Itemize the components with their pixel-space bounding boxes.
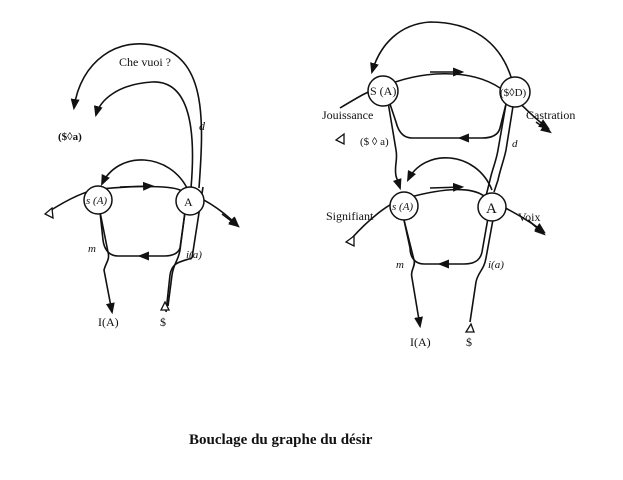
left-graph: Che vuoi ? ($◊a) d s (A) A m i(a) I(A) $ bbox=[43, 43, 240, 329]
left-node-s-A bbox=[83, 185, 113, 215]
left-signifier-line bbox=[47, 185, 240, 228]
left-lower-loop bbox=[137, 211, 186, 261]
right-label-S-A: S (A) bbox=[370, 84, 396, 98]
right-label-I-A: I(A) bbox=[410, 335, 431, 349]
right-lower-line bbox=[351, 188, 546, 239]
left-label-s-A: s (A) bbox=[86, 195, 107, 207]
left-upper-arc bbox=[101, 159, 189, 191]
left-label-m: m bbox=[88, 243, 96, 255]
left-che-vuoi-loop bbox=[70, 43, 203, 189]
left-bottom-triangle bbox=[159, 300, 171, 311]
right-node-S-A bbox=[367, 75, 399, 107]
right-right-vertical-2 bbox=[485, 103, 507, 197]
right-lower-loop bbox=[437, 217, 489, 269]
right-ia-line bbox=[469, 213, 495, 323]
left-node-A bbox=[175, 186, 205, 216]
right-node-s-A bbox=[389, 191, 419, 221]
left-m-line bbox=[99, 211, 115, 315]
right-label-jouissance: Jouissance bbox=[322, 108, 373, 122]
left-ia-line bbox=[165, 257, 193, 313]
left-label-S-barred: $ bbox=[160, 315, 166, 329]
right-label-S-barred: $ bbox=[466, 335, 472, 349]
right-node-S-D bbox=[499, 76, 531, 108]
left-label-A: A bbox=[184, 195, 193, 209]
right-label-castration: Castration bbox=[526, 108, 575, 122]
left-signifier-arrow bbox=[119, 181, 155, 191]
right-label-m: m bbox=[396, 259, 404, 271]
left-label-che-vuoi: Che vuoi ? bbox=[119, 55, 171, 69]
right-label-s-A: s (A) bbox=[392, 201, 413, 213]
right-upper-lower-loop bbox=[457, 103, 507, 143]
right-middle-arc bbox=[406, 157, 493, 191]
left-label-I-A: I(A) bbox=[98, 315, 119, 329]
right-bottom-triangle bbox=[464, 322, 475, 333]
figure-caption: Bouclage du graphe du désir bbox=[189, 432, 373, 448]
right-graph: S (A) ($◊D) Jouissance Castration ($ ◊ a… bbox=[322, 21, 575, 349]
right-label-i-a: i(a) bbox=[488, 259, 504, 271]
right-upper-lower-loop-b bbox=[389, 103, 460, 139]
left-a-exit-arrow bbox=[221, 213, 240, 228]
right-label-signifiant: Signifiant bbox=[326, 209, 374, 223]
right-castration-arrow bbox=[535, 121, 552, 134]
right-node-A bbox=[477, 192, 507, 222]
left-inner-loop bbox=[93, 81, 194, 189]
right-voix-arrow bbox=[527, 219, 546, 236]
left-ia-line-2 bbox=[167, 211, 186, 307]
right-label-voix: Voix bbox=[518, 210, 540, 224]
right-signifiant-triangle bbox=[344, 234, 355, 248]
right-label-fantasme: ($ ◊ a) bbox=[360, 136, 389, 148]
right-right-vertical bbox=[493, 99, 515, 193]
left-label-d: d bbox=[199, 119, 206, 133]
right-label-A: A bbox=[486, 201, 497, 217]
right-jouissance-triangle bbox=[334, 132, 345, 146]
left-start-triangle bbox=[43, 206, 54, 220]
left-label-fantasme: ($◊a) bbox=[58, 131, 82, 143]
right-lower-arrow bbox=[429, 182, 465, 192]
right-top-loop bbox=[370, 21, 513, 81]
right-label-d: d bbox=[512, 138, 518, 150]
left-lower-loop-b bbox=[99, 211, 140, 257]
right-m-line bbox=[403, 219, 423, 329]
right-left-vertical bbox=[387, 101, 402, 191]
left-label-i-a: i(a) bbox=[186, 249, 202, 261]
right-label-S-D: ($◊D) bbox=[500, 87, 527, 99]
